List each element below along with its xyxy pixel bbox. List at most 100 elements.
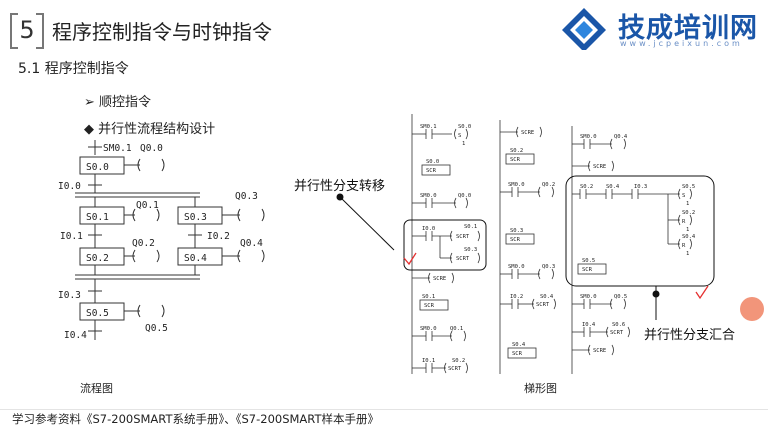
svg-text:S0.0: S0.0 [458, 124, 471, 130]
svg-text:S0.2: S0.2 [682, 210, 695, 216]
svg-text:SCR: SCR [582, 267, 593, 273]
svg-text:Q0.2: Q0.2 [542, 182, 555, 188]
pointer-dot [740, 297, 764, 321]
svg-text:SCRT: SCRT [456, 256, 470, 262]
bullet-text: 并行性流程结构设计 [98, 122, 216, 137]
label-i04: I0.4 [64, 330, 87, 341]
label-q00: Q0.0 [140, 143, 163, 154]
svg-text:SCR: SCR [510, 157, 521, 163]
label-i00: I0.0 [58, 181, 81, 192]
svg-text:I0.2: I0.2 [510, 294, 523, 300]
label-sm01: SM0.1 [103, 143, 132, 154]
svg-text:S0.2: S0.2 [580, 184, 593, 190]
label-q03: Q0.3 [235, 191, 258, 202]
svg-text:S0.4: S0.4 [606, 184, 620, 190]
svg-text:Q0.1: Q0.1 [450, 326, 463, 332]
label-i02: I0.2 [207, 231, 230, 242]
svg-text:SM0.0: SM0.0 [580, 134, 597, 140]
ladder-caption: 梯形图 [524, 382, 557, 395]
svg-text:SCRT: SCRT [448, 366, 462, 372]
annotation-diverge: 并行性分支转移 [294, 179, 386, 194]
svg-text:SM0.1: SM0.1 [420, 124, 437, 130]
svg-text:SCR: SCR [512, 351, 523, 357]
svg-text:S0.4: S0.4 [512, 342, 526, 348]
svg-text:SCRE: SCRE [433, 276, 446, 282]
diamond-bullet-icon: ◆ [84, 122, 94, 137]
svg-text:S: S [682, 193, 685, 199]
logo-url: www.jcpeixun.com [620, 39, 743, 48]
svg-text:S0.3: S0.3 [464, 247, 477, 253]
label-i01: I0.1 [60, 231, 83, 242]
svg-text:Q0.5: Q0.5 [614, 294, 627, 300]
svg-text:SM0.0: SM0.0 [420, 326, 437, 332]
svg-text:Q0.0: Q0.0 [458, 193, 471, 199]
step-s00: S0.0 [86, 162, 109, 173]
annotation-pointer [336, 193, 395, 251]
label-q05: Q0.5 [145, 323, 168, 334]
logo-icon [562, 8, 606, 50]
svg-text:S0.3: S0.3 [510, 228, 523, 234]
svg-text:1: 1 [686, 201, 689, 207]
annotation-converge: 并行性分支汇合 [644, 328, 736, 343]
svg-text:S0.1: S0.1 [464, 224, 477, 230]
annotation-pointer [652, 290, 660, 298]
svg-text:SCRE: SCRE [593, 348, 606, 354]
svg-text:R: R [682, 219, 686, 225]
footer-divider [0, 409, 768, 410]
svg-text:1: 1 [686, 227, 689, 233]
svg-text:I0.0: I0.0 [422, 226, 435, 232]
svg-text:SCRT: SCRT [456, 234, 470, 240]
svg-text:S0.2: S0.2 [510, 148, 523, 154]
bullet-text: 顺控指令 [99, 95, 152, 110]
step-s03: S0.3 [184, 212, 207, 223]
svg-text:S0.5: S0.5 [682, 184, 695, 190]
svg-text:S0.4: S0.4 [682, 234, 696, 240]
page-title: 程序控制指令与时钟指令 [52, 20, 272, 44]
svg-text:I0.1: I0.1 [422, 358, 435, 364]
svg-text:1: 1 [462, 141, 465, 147]
label-i03: I0.3 [58, 290, 81, 301]
sfc-flowchart: SM0.1 S0.0 Q0.0 I0.0 S0.1 Q0.1 S0.3 Q0.3… [58, 140, 265, 341]
svg-text:SM0.0: SM0.0 [420, 193, 437, 199]
flowchart-caption: 流程图 [80, 382, 113, 395]
logo-text: 技成培训网 [618, 13, 758, 44]
logo [562, 8, 606, 50]
svg-text:S0.0: S0.0 [426, 159, 439, 165]
svg-text:S0.1: S0.1 [422, 294, 435, 300]
step-s02: S0.2 [86, 253, 109, 264]
svg-text:SM0.0: SM0.0 [580, 294, 597, 300]
ladder-diagram: SM0.1 S0.0 S 1 S0.0 SCR SM0.0 Q0.0 I0.0 … [403, 114, 715, 374]
svg-text:1: 1 [686, 251, 689, 257]
section-heading: 5.1 程序控制指令 [18, 61, 129, 77]
svg-text:Q0.4: Q0.4 [614, 134, 628, 140]
svg-text:I0.3: I0.3 [634, 184, 647, 190]
step-s05: S0.5 [86, 308, 109, 319]
svg-text:S0.4: S0.4 [540, 294, 554, 300]
svg-text:SCR: SCR [424, 303, 435, 309]
arrow-bullet-icon: ➢ [84, 95, 95, 110]
chapter-number: 5 [10, 13, 44, 49]
svg-text:S0.6: S0.6 [612, 322, 625, 328]
svg-text:S0.2: S0.2 [452, 358, 465, 364]
svg-text:SM0.0: SM0.0 [508, 182, 525, 188]
svg-text:SCRT: SCRT [536, 302, 550, 308]
svg-text:R: R [682, 243, 686, 249]
svg-text:SCR: SCR [510, 237, 521, 243]
bullet-item: ◆ 并行性流程结构设计 [84, 118, 215, 137]
svg-text:I0.4: I0.4 [582, 322, 596, 328]
svg-text:SCRE: SCRE [521, 130, 534, 136]
label-q01: Q0.1 [136, 200, 159, 211]
svg-text:SM0.0: SM0.0 [508, 264, 525, 270]
step-s04: S0.4 [184, 253, 207, 264]
svg-text:SCRE: SCRE [593, 164, 606, 170]
svg-text:S: S [458, 133, 461, 139]
svg-text:SCR: SCR [426, 168, 437, 174]
footer-reference: 学习参考资料《S7-200SMART系统手册》、《S7-200SMART样本手册… [12, 412, 379, 426]
bullet-item: ➢ 顺控指令 [84, 91, 151, 110]
svg-text:S0.5: S0.5 [582, 258, 595, 264]
label-q04: Q0.4 [240, 238, 263, 249]
svg-text:Q0.3: Q0.3 [542, 264, 555, 270]
svg-text:SCRT: SCRT [610, 330, 624, 336]
step-s01: S0.1 [86, 212, 109, 223]
label-q02: Q0.2 [132, 238, 155, 249]
